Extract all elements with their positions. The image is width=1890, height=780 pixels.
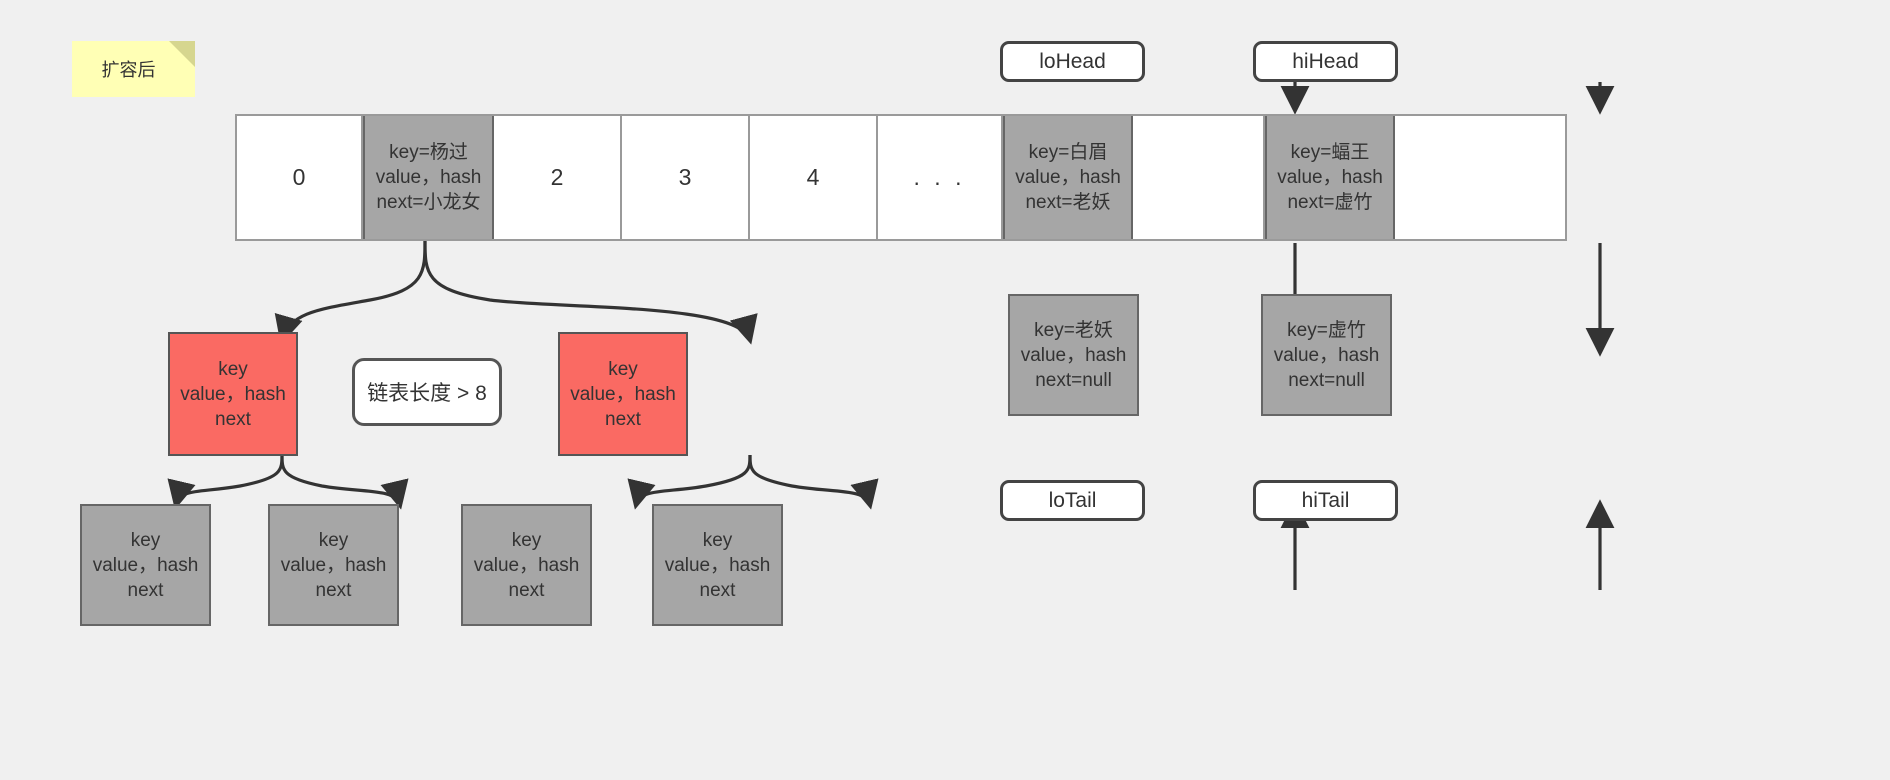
lohead-pointer: loHead xyxy=(1000,41,1145,82)
hi-chain-node: key=虚竹 value，hash next=null xyxy=(1261,294,1392,416)
hash-table-cell-node: key=杨过 value，hash next=小龙女 xyxy=(363,116,494,239)
sticky-fold-icon xyxy=(169,41,195,67)
hash-table-cell-empty: 0 xyxy=(237,116,363,239)
edge-cell-to-red-right xyxy=(423,240,758,345)
hash-table-cell-node: key=白眉 value，hash next=老妖 xyxy=(1003,116,1133,239)
hash-table-cell-empty xyxy=(1395,116,1565,239)
hash-table-cell-node: key=蝠王 value，hash next=虚竹 xyxy=(1265,116,1395,239)
sticky-note-label: 扩容后 xyxy=(101,60,156,80)
list-length-note: 链表长度 > 8 xyxy=(352,358,502,426)
tree-leaf-node-1: key value，hash next xyxy=(80,504,211,626)
tree-leaf-node-2: key value，hash next xyxy=(268,504,399,626)
hash-table-cell-empty xyxy=(1133,116,1265,239)
sticky-note: 扩容后 xyxy=(72,41,195,97)
lo-chain-node: key=老妖 value，hash next=null xyxy=(1008,294,1139,416)
tree-red-node-left: key value，hash next xyxy=(168,332,298,456)
edge-red-left-to-leaf2 xyxy=(280,454,409,510)
tree-leaf-node-3: key value，hash next xyxy=(461,504,592,626)
tree-red-node-right: key value，hash next xyxy=(558,332,688,456)
edge-red-right-to-leaf3 xyxy=(627,454,752,510)
lotail-pointer: loTail xyxy=(1000,480,1145,521)
hash-table-cell-empty: 4 xyxy=(750,116,878,239)
tree-leaf-node-4: key value，hash next xyxy=(652,504,783,626)
edge-red-left-to-leaf1 xyxy=(167,454,284,510)
hash-table-cell-empty: 2 xyxy=(494,116,622,239)
hash-table-cell-empty: 3 xyxy=(622,116,750,239)
hitail-pointer: hiTail xyxy=(1253,480,1398,521)
hihead-pointer: hiHead xyxy=(1253,41,1398,82)
hash-table-cell-empty: . . . xyxy=(878,116,1003,239)
edge-cell-to-red-left xyxy=(274,240,427,345)
edge-red-right-to-leaf4 xyxy=(748,454,879,510)
